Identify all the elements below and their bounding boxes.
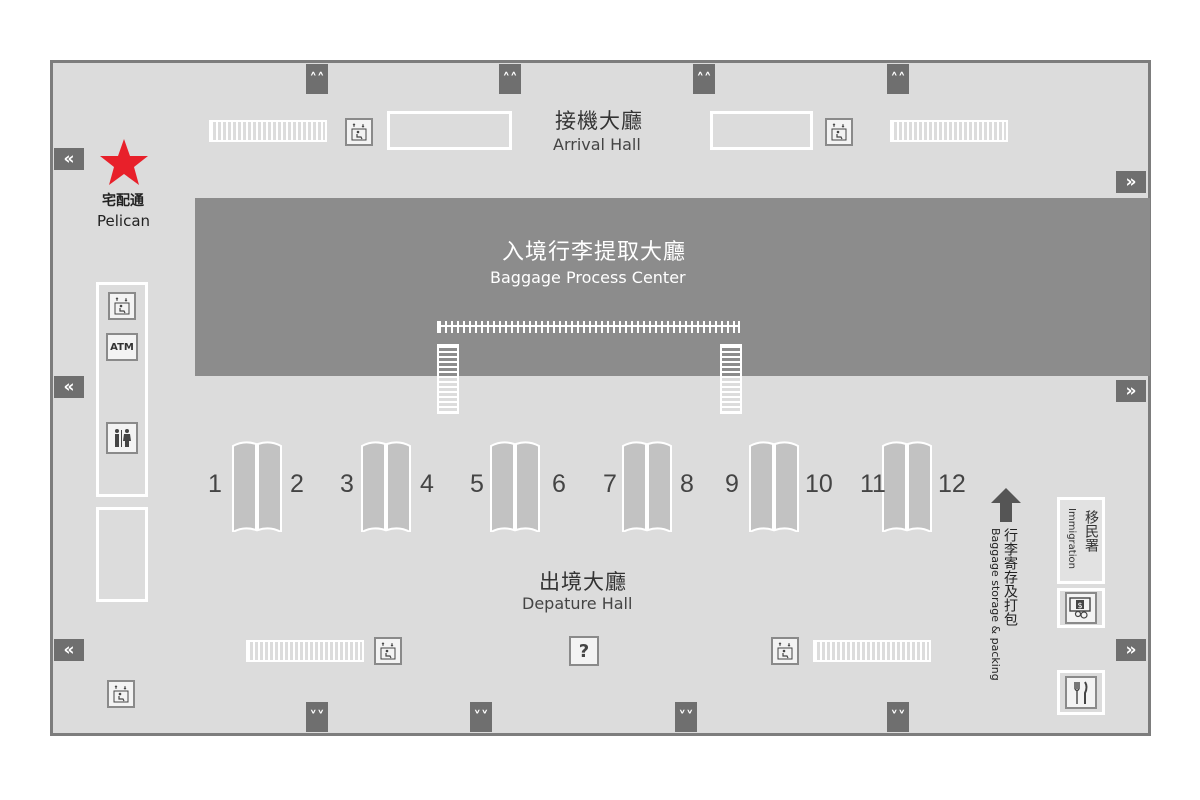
red-star-icon[interactable] xyxy=(98,138,150,192)
escalator xyxy=(813,640,931,662)
exit-down-icon[interactable]: ˅˅ xyxy=(675,702,697,732)
currency-exchange-area xyxy=(1057,588,1105,628)
exit-right-icon[interactable]: » xyxy=(1116,171,1146,193)
carousel-number: 6 xyxy=(552,470,566,498)
immigration-label-en: Immigration xyxy=(1066,508,1077,569)
departure-hall-title-en: Depature Hall xyxy=(522,594,633,613)
carousel-number: 10 xyxy=(805,470,833,498)
customs-barrier xyxy=(437,321,740,333)
atm-icon[interactable]: ATM xyxy=(106,333,138,361)
baggage-storage-label-en: Baggage storage & packing xyxy=(989,528,1002,681)
escalator xyxy=(890,120,1008,142)
carousel-number: 7 xyxy=(603,470,617,498)
baggage-storage-label-cn: 行李寄存及打包 xyxy=(1002,528,1018,626)
escalator xyxy=(246,640,364,662)
arrival-counter xyxy=(387,111,512,150)
elevator-icon[interactable] xyxy=(345,118,373,146)
baggage-carousel[interactable] xyxy=(622,440,672,534)
arrival-counter xyxy=(710,111,813,150)
service-column xyxy=(96,282,148,497)
elevator-icon[interactable] xyxy=(108,292,136,320)
arrival-hall-title-en: Arrival Hall xyxy=(553,135,641,154)
baggage-center-title-en: Baggage Process Center xyxy=(490,268,686,287)
service-room xyxy=(96,507,148,602)
exit-right-icon[interactable]: » xyxy=(1116,380,1146,402)
carousel-number: 9 xyxy=(725,470,739,498)
baggage-process-center-area xyxy=(195,198,1150,376)
carousel-number: 2 xyxy=(290,470,304,498)
currency-exchange-icon[interactable]: $ xyxy=(1065,592,1097,624)
carousel-number: 5 xyxy=(470,470,484,498)
elevator-icon[interactable] xyxy=(107,680,135,708)
terminal-floor xyxy=(50,60,1151,736)
carousel-number: 3 xyxy=(340,470,354,498)
exit-down-icon[interactable]: ˅˅ xyxy=(306,702,328,732)
restaurant-icon[interactable] xyxy=(1065,676,1097,709)
carousel-number: 4 xyxy=(420,470,434,498)
escalator xyxy=(209,120,327,142)
baggage-center-title-cn: 入境行李提取大廳 xyxy=(502,240,687,265)
exit-left-icon[interactable]: « xyxy=(54,376,84,398)
carousel-number: 1 xyxy=(208,470,222,498)
escalator xyxy=(437,344,459,414)
baggage-carousel[interactable] xyxy=(232,440,282,534)
exit-up-icon[interactable]: ˄˄ xyxy=(306,64,328,94)
elevator-icon[interactable] xyxy=(825,118,853,146)
immigration-office[interactable] xyxy=(1057,497,1105,584)
exit-left-icon[interactable]: « xyxy=(54,148,84,170)
arrival-hall-title-cn: 接機大廳 xyxy=(555,109,643,133)
carousel-number: 11 xyxy=(860,470,886,498)
carousel-number: 8 xyxy=(680,470,694,498)
exit-up-icon[interactable]: ˄˄ xyxy=(499,64,521,94)
pelican-label-en: Pelican xyxy=(97,212,151,230)
baggage-carousel[interactable] xyxy=(490,440,540,534)
exit-down-icon[interactable]: ˅˅ xyxy=(470,702,492,732)
exit-up-icon[interactable]: ˄˄ xyxy=(887,64,909,94)
pelican-label-cn: 宅配通 xyxy=(102,193,144,209)
svg-text:$: $ xyxy=(1077,601,1082,610)
carousel-number: 12 xyxy=(938,470,966,498)
baggage-carousel[interactable] xyxy=(749,440,799,534)
exit-left-icon[interactable]: « xyxy=(54,639,84,661)
immigration-label-cn: 移民署 xyxy=(1083,510,1099,552)
escalator xyxy=(720,344,742,414)
restaurant-area xyxy=(1057,670,1105,715)
elevator-icon[interactable] xyxy=(771,637,799,665)
info-desk-icon[interactable]: ? xyxy=(569,636,599,666)
elevator-icon[interactable] xyxy=(374,637,402,665)
arrow-up-icon xyxy=(991,488,1021,526)
exit-down-icon[interactable]: ˅˅ xyxy=(887,702,909,732)
baggage-carousel[interactable] xyxy=(882,440,932,534)
restroom-icon[interactable] xyxy=(106,422,138,454)
baggage-carousel[interactable] xyxy=(361,440,411,534)
exit-up-icon[interactable]: ˄˄ xyxy=(693,64,715,94)
departure-hall-title-cn: 出境大廳 xyxy=(539,570,627,594)
exit-right-icon[interactable]: » xyxy=(1116,639,1146,661)
